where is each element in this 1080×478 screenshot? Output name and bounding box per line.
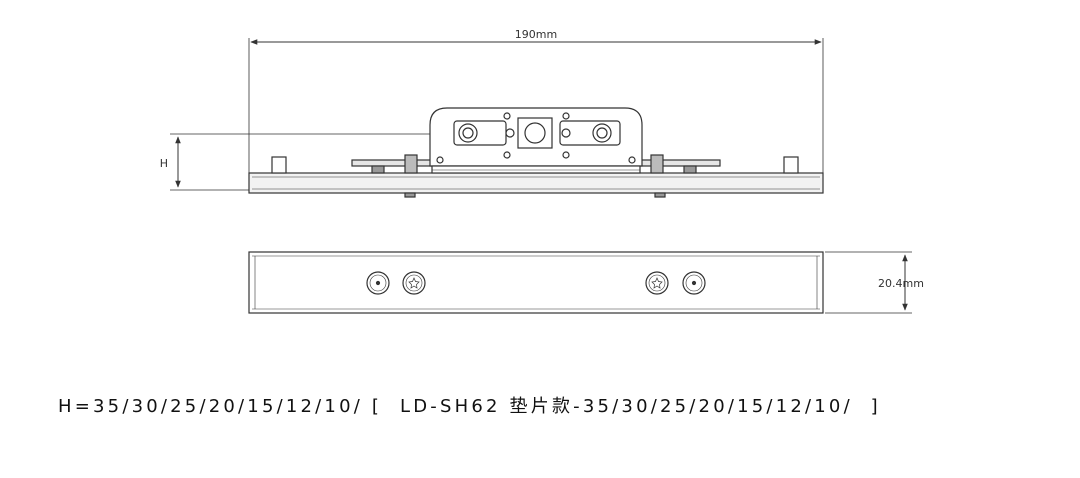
hole-right-1 <box>645 271 669 295</box>
width-dimension-label: 190mm <box>515 28 557 41</box>
technical-drawing: 190mm H <box>160 28 924 314</box>
end-pin-right <box>783 156 799 174</box>
front-view <box>248 251 824 314</box>
thickness-dimension <box>825 251 912 314</box>
base-plate <box>248 172 824 194</box>
thickness-dimension-label: 20.4mm <box>878 277 924 290</box>
model-caption: H=35/30/25/20/15/12/10/ [ LD-SH62 垫片款-35… <box>58 392 1058 418</box>
hole-left-2 <box>402 271 426 295</box>
width-dimension <box>248 38 824 175</box>
top-view <box>248 107 824 198</box>
end-pin-left <box>271 156 287 174</box>
front-plate <box>248 251 824 314</box>
caption-text: H=35/30/25/20/15/12/10/ [ LD-SH62 垫片款-35… <box>58 396 881 417</box>
hole-right-2 <box>682 271 706 295</box>
hole-left-1 <box>366 271 390 295</box>
height-dimension-label: H <box>160 157 168 170</box>
